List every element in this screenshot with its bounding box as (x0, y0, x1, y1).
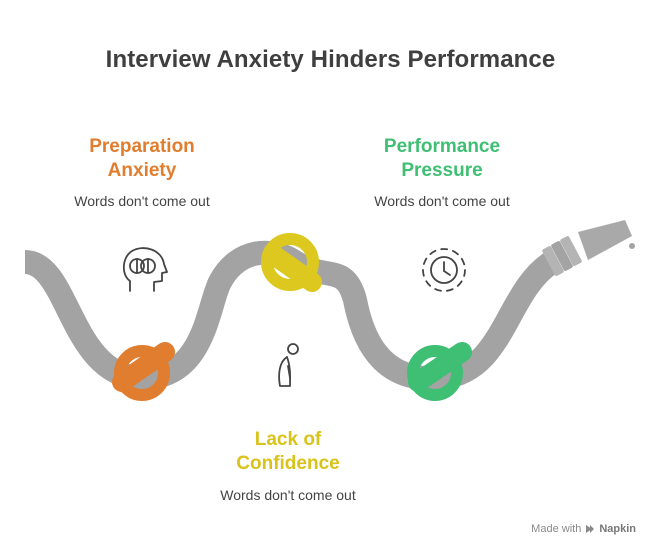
page-title: Interview Anxiety Hinders Performance (105, 46, 556, 73)
footer-credit: Made with Napkin (531, 523, 636, 535)
stage-heading-lack-of-confidence: Lack of Confidence (236, 429, 340, 474)
knot-preparation-anxiety (112, 342, 175, 401)
downcast-person-icon (278, 343, 299, 387)
footer-brand: Napkin (599, 523, 636, 535)
footer-prefix: Made with (531, 523, 582, 535)
napkin-logo-icon (586, 525, 595, 533)
stage-heading-preparation-anxiety: Preparation Anxiety (89, 136, 195, 181)
knot-lack-of-confidence (261, 233, 322, 292)
clock-icon (422, 248, 466, 292)
knot-performance-pressure (407, 342, 472, 401)
hose-nozzle-icon (542, 220, 635, 276)
stage-heading-performance-pressure: Performance Pressure (383, 136, 501, 181)
stage-description-preparation-anxiety: Words don't come out (74, 193, 210, 209)
brain-head-icon (122, 247, 168, 292)
stage-description-lack-of-confidence: Words don't come out (220, 487, 356, 503)
stage-description-performance-pressure: Words don't come out (374, 193, 510, 209)
